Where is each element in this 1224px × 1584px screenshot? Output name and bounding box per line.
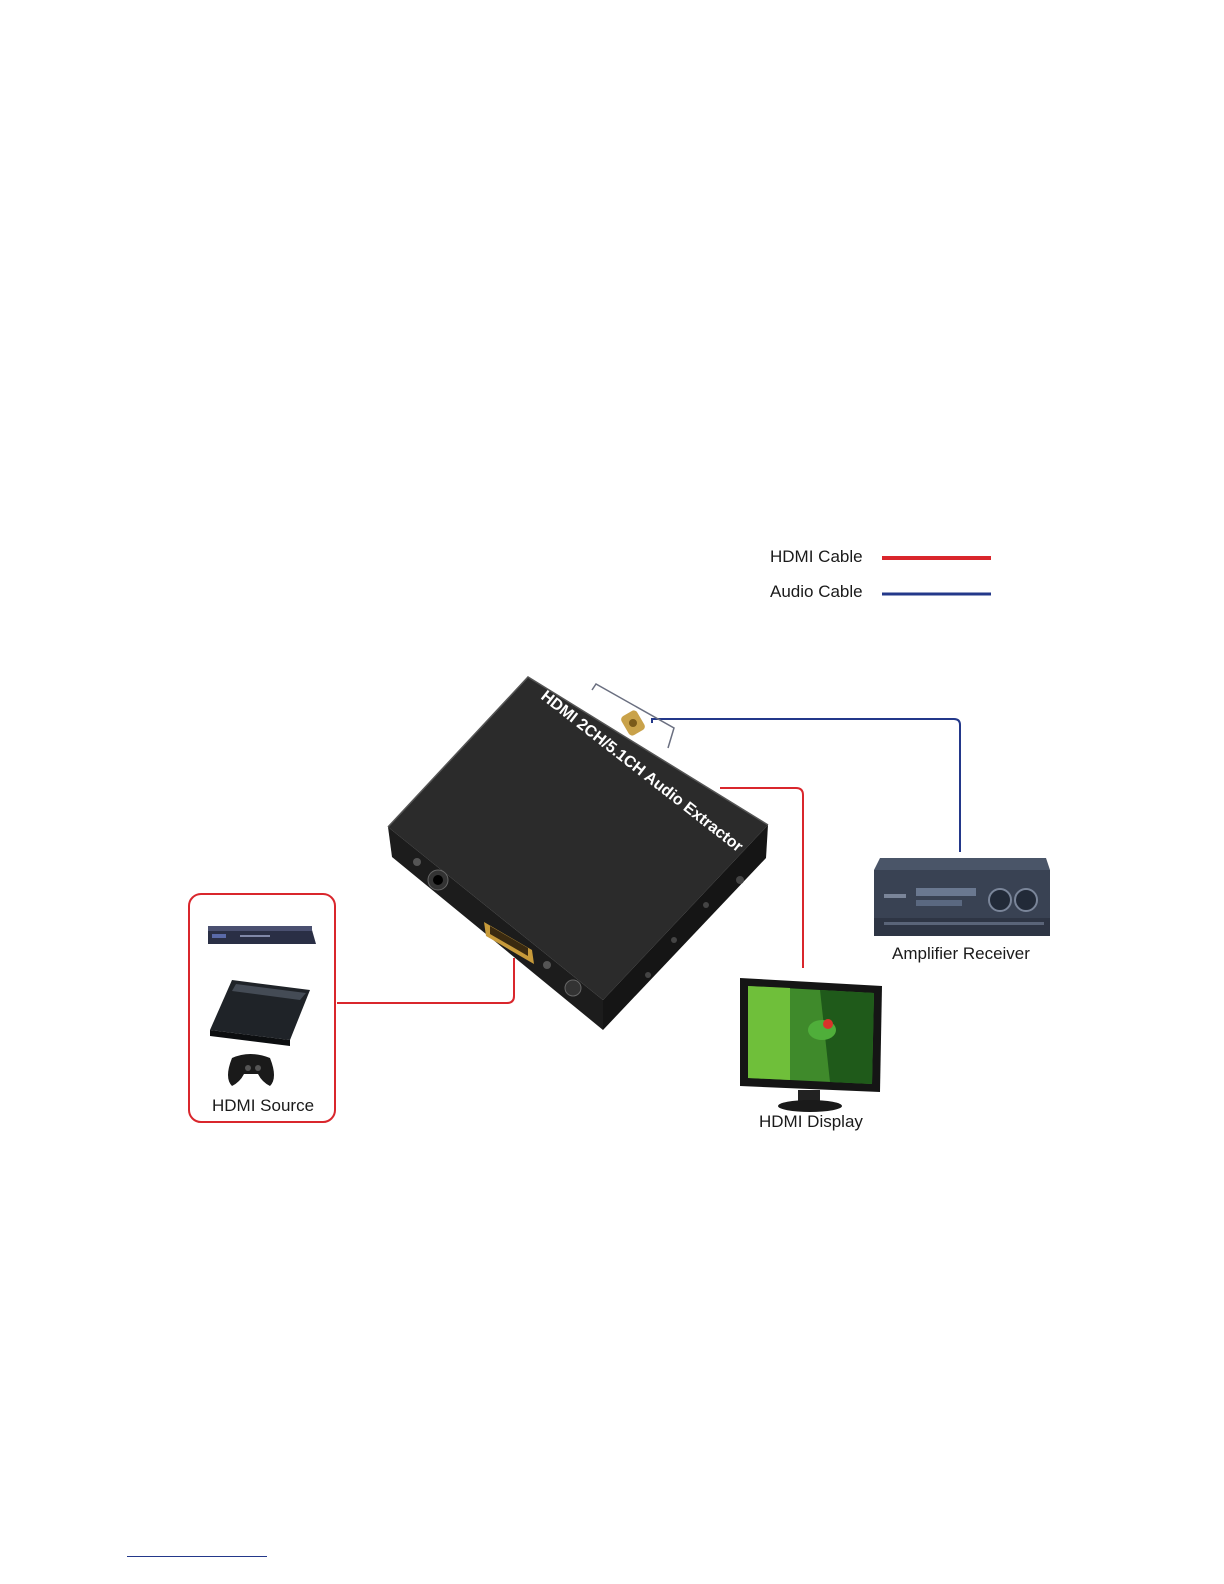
bluray-player-icon <box>208 926 316 944</box>
display-label: HDMI Display <box>759 1112 863 1132</box>
hdmi-cable-source <box>337 958 514 1003</box>
amplifier-label: Amplifier Receiver <box>892 944 1030 964</box>
monitor-icon <box>740 978 882 1112</box>
audio-extractor-device: HDMI 2CH/5.1CH Audio Extractor <box>388 677 768 1030</box>
footer-rule <box>127 1556 267 1557</box>
amplifier-icon <box>874 858 1050 936</box>
game-console-icon <box>210 980 310 1046</box>
gamepad-icon <box>228 1054 274 1086</box>
source-label: HDMI Source <box>212 1096 314 1116</box>
